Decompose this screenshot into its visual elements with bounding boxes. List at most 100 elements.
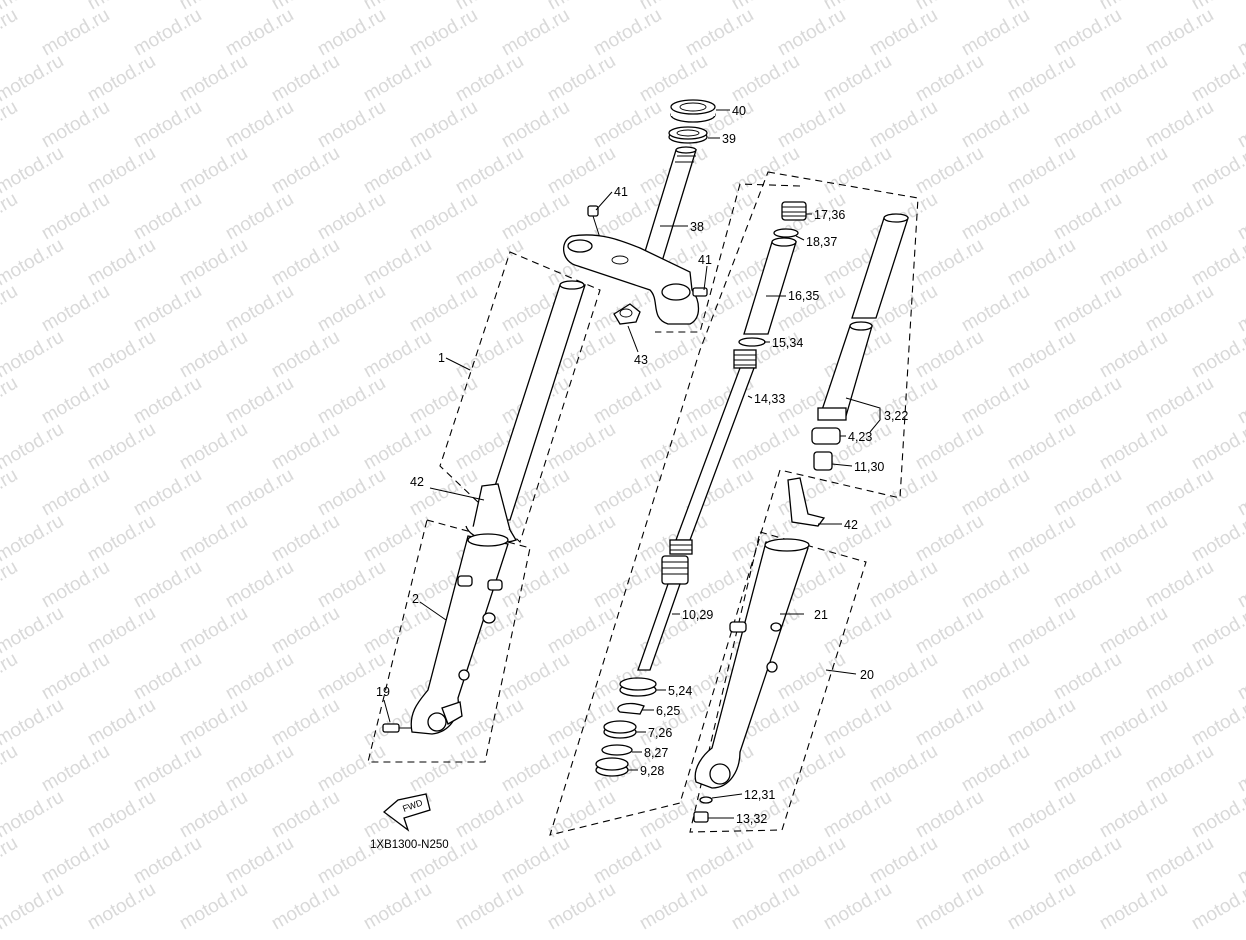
- callout-38: 38: [690, 220, 704, 234]
- watermark-text: motod.ru: [406, 741, 481, 797]
- callout-41-top: 41: [614, 185, 628, 199]
- callout-21: 21: [814, 608, 828, 622]
- watermark-text: motod.ru: [958, 557, 1033, 613]
- group-1-outline: [439, 251, 601, 544]
- watermark-text: motod.ru: [1004, 143, 1079, 199]
- callout-3-22: 3,22: [884, 409, 908, 423]
- watermark-text: motod.ru: [360, 143, 435, 199]
- watermark-text: motod.ru: [314, 281, 389, 337]
- watermark-text: motod.ru: [1188, 143, 1246, 199]
- watermark-text: motod.ru: [1004, 235, 1079, 291]
- watermark-text: motod.ru: [544, 143, 619, 199]
- watermark-text: motod.ru: [544, 51, 619, 107]
- watermark-text: motod.ru: [774, 465, 849, 521]
- watermark-text: motod.ru: [268, 143, 343, 199]
- watermark-text: motod.ru: [130, 5, 205, 61]
- watermark-text: motod.ru: [1142, 189, 1217, 245]
- watermark-text: motod.ru: [0, 281, 21, 337]
- watermark-text: motod.ru: [38, 373, 113, 429]
- watermark-text: motod.ru: [1188, 51, 1246, 107]
- watermark-text: motod.ru: [1234, 741, 1246, 797]
- watermark-text: motod.ru: [912, 603, 987, 659]
- watermark-text: motod.ru: [84, 695, 159, 751]
- watermark-text: motod.ru: [912, 787, 987, 843]
- callout-9-28: 9,28: [640, 764, 664, 778]
- watermark-text: motod.ru: [1050, 557, 1125, 613]
- watermark-text: motod.ru: [820, 143, 895, 199]
- inner-tube-1: [483, 280, 586, 521]
- watermark-text: motod.ru: [38, 281, 113, 337]
- watermark-text: motod.ru: [130, 649, 205, 705]
- watermark-text: motod.ru: [958, 281, 1033, 337]
- washer-15-34: [738, 337, 766, 347]
- watermark-text: motod.ru: [958, 833, 1033, 889]
- watermark-text: motod.ru: [1004, 603, 1079, 659]
- watermark-text: motod.ru: [1142, 833, 1217, 889]
- watermark-text: motod.ru: [84, 235, 159, 291]
- watermark-text: motod.ru: [498, 833, 573, 889]
- watermark-text: motod.ru: [0, 649, 21, 705]
- watermark-text: motod.ru: [1096, 879, 1171, 935]
- watermark-text: motod.ru: [1188, 695, 1246, 751]
- watermark-text: motod.ru: [958, 5, 1033, 61]
- watermark-text: motod.ru: [544, 879, 619, 935]
- watermark-text: motod.ru: [0, 189, 21, 245]
- watermark-text: motod.ru: [498, 741, 573, 797]
- watermark-text: motod.ru: [38, 189, 113, 245]
- watermark-text: motod.ru: [38, 649, 113, 705]
- watermark-text: motod.ru: [222, 189, 297, 245]
- watermark-text: motod.ru: [866, 833, 941, 889]
- watermark-text: motod.ru: [130, 97, 205, 153]
- watermark-text: motod.ru: [84, 603, 159, 659]
- watermark-text: motod.ru: [222, 373, 297, 429]
- watermark-text: motod.ru: [222, 281, 297, 337]
- watermark-text: motod.ru: [590, 557, 665, 613]
- watermark-text: motod.ru: [360, 327, 435, 383]
- watermark-text: motod.ru: [38, 97, 113, 153]
- callout-8-27: 8,27: [644, 746, 668, 760]
- oil-lock-5-24: [619, 677, 657, 697]
- callout-15-34: 15,34: [772, 336, 803, 350]
- bushing-4-23: [811, 427, 841, 445]
- watermark-text: motod.ru: [774, 649, 849, 705]
- watermark-text: motod.ru: [314, 465, 389, 521]
- watermark-text: motod.ru: [1096, 695, 1171, 751]
- callout-20: 20: [860, 668, 874, 682]
- watermark-text: motod.ru: [1050, 649, 1125, 705]
- watermark-text: motod.ru: [1004, 695, 1079, 751]
- watermark-text: motod.ru: [1142, 373, 1217, 429]
- watermark-text: motod.ru: [222, 741, 297, 797]
- watermark-text: motod.ru: [590, 373, 665, 429]
- bolt-41-left: [587, 205, 601, 239]
- watermark-text: motod.ru: [0, 833, 21, 889]
- callout-14-33: 14,33: [754, 392, 785, 406]
- watermark-text: motod.ru: [84, 511, 159, 567]
- clamp-43: [613, 303, 641, 325]
- washer-12-31: [699, 796, 713, 804]
- watermark-text: motod.ru: [498, 97, 573, 153]
- watermark-text: motod.ru: [268, 51, 343, 107]
- watermark-text: motod.ru: [820, 879, 895, 935]
- o-ring-18-37: [773, 228, 799, 238]
- seal-39: [668, 126, 708, 144]
- fork-spring-14-33: [669, 349, 757, 555]
- watermark-text: motod.ru: [1050, 5, 1125, 61]
- watermark-text: motod.ru: [1050, 465, 1125, 521]
- watermark-text: motod.ru: [268, 511, 343, 567]
- watermark-text: motod.ru: [222, 465, 297, 521]
- watermark-text: motod.ru: [1050, 281, 1125, 337]
- watermark-text: motod.ru: [958, 741, 1033, 797]
- watermark-text: motod.ru: [1188, 419, 1246, 475]
- watermark-text: motod.ru: [1188, 327, 1246, 383]
- watermark-text: motod.ru: [728, 879, 803, 935]
- watermark-text: motod.ru: [498, 5, 573, 61]
- watermark-text: motod.ru: [1188, 235, 1246, 291]
- watermark-text: motod.ru: [1234, 373, 1246, 429]
- watermark-text: motod.ru: [130, 373, 205, 429]
- callout-5-24: 5,24: [668, 684, 692, 698]
- callout-39: 39: [722, 132, 736, 146]
- watermark-text: motod.ru: [912, 51, 987, 107]
- watermark-text: motod.ru: [912, 695, 987, 751]
- watermark-text: motod.ru: [820, 787, 895, 843]
- outer-tube-2: [410, 533, 509, 735]
